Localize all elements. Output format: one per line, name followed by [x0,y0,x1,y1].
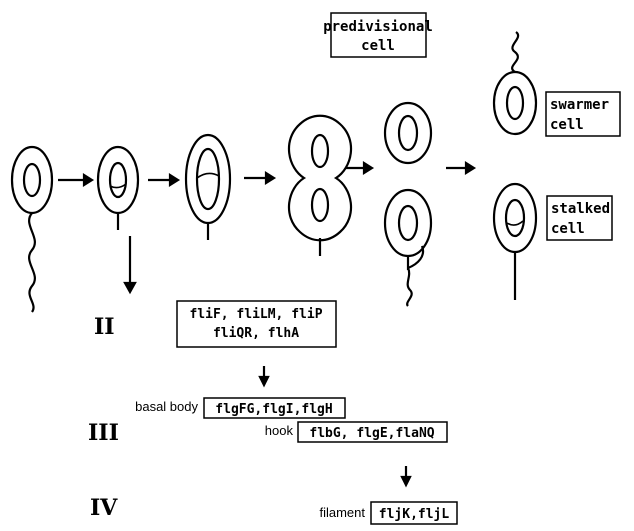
class-iv: IV filament fljK,fljL [90,495,458,525]
arrow-4 [346,161,375,175]
predivisional-label: predivisional cell [323,12,433,58]
hook-label: hook [265,423,294,438]
stalked-text-2: cell [551,221,585,237]
class-iv-numeral: IV [90,495,118,521]
stalked-text-1: stalked [551,201,610,217]
class-ii-genes-1: fliF, fliLM, fliP [189,307,322,322]
swarmer-text-1: swarmer [550,97,609,113]
filament-genes: fljK,fljL [379,507,450,522]
class-iii-numeral: III [88,420,119,446]
hook-genes: flbG, flgE,flaNQ [309,426,434,441]
daughter-stalked [492,182,538,300]
cell-4-dividing [287,114,353,256]
basal-body-genes: flgFG,flgI,flgH [215,402,332,417]
predivisional-text-2: cell [361,38,395,54]
arrow-down-to-class-iv [400,466,412,488]
cell-3-elongating [184,133,232,240]
filament-label: filament [319,505,365,520]
arrow-1 [58,173,95,187]
cell-2-stalked [96,145,140,230]
arrow-down-to-class-iii [258,366,270,388]
arrow-down-to-class-ii [123,236,137,295]
swarmer-text-2: cell [550,117,584,133]
basal-body-label: basal body [135,399,198,414]
predivisional-text-1: predivisional [323,19,433,35]
class-iii: III basal body flgFG,flgI,flgH hook flbG… [88,397,448,446]
swarmer-label: swarmer cell [545,91,621,137]
cell-1-swarmer [10,145,54,313]
class-ii-genes-2: fliQR, flhA [213,326,299,341]
arrow-3 [244,171,277,185]
daughter-swarmer [492,31,538,136]
class-ii-numeral: II [94,314,115,340]
class-ii: II fliF, fliLM, fliP fliQR, flhA [94,300,337,348]
stalked-label: stalked cell [546,195,613,241]
cell-5-predivisional [383,101,433,307]
arrow-5 [446,161,477,175]
arrow-2 [148,173,181,187]
